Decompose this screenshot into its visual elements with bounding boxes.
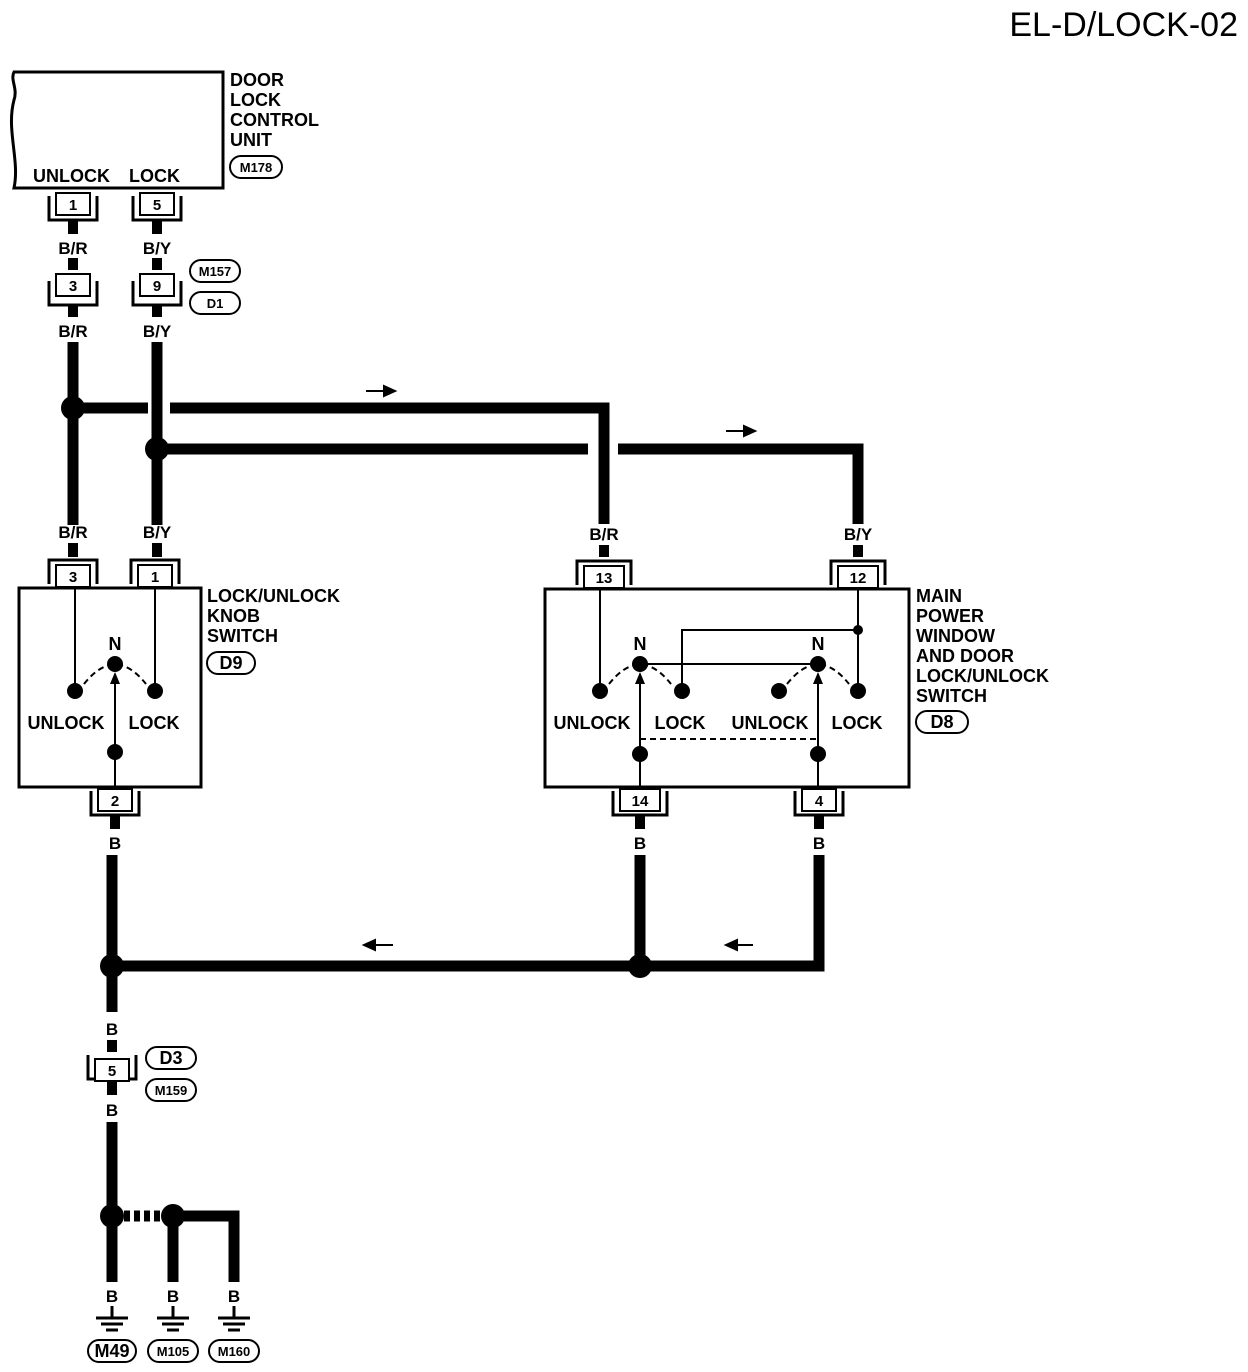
main-switch-pin-ground-b: 4 (815, 793, 824, 810)
control-unit-name-line-3: CONTROL (230, 110, 319, 130)
main-switch-lock-label-2: LOCK (832, 713, 883, 733)
wire-by-network (151, 342, 864, 525)
wire-ground-tree (106, 1122, 240, 1282)
main-switch-name-line-4: AND DOOR (916, 646, 1014, 666)
knob-switch-name-line-1: LOCK/UNLOCK (207, 586, 340, 606)
main-switch-pin-ground-a: 14 (632, 793, 649, 810)
knob-switch-pin-lock: 1 (151, 569, 159, 586)
knob-switch-pin-unlock: 3 (69, 569, 77, 586)
wire-label-by-2: B/Y (143, 322, 172, 341)
wire-label-by-1: B/Y (143, 239, 172, 258)
main-switch-pin-lock: 12 (850, 570, 867, 587)
main-switch-name-line-3: WINDOW (916, 626, 995, 646)
splice-by (145, 437, 169, 461)
splice-br (61, 396, 85, 420)
knob-switch: 3 1 N UNLOCK LOCK 2 (17, 558, 203, 817)
main-switch-neutral-label-2: N (812, 634, 825, 654)
main-switch-connector-tag: D8 (930, 712, 953, 732)
wire-label-by-4: B/Y (844, 525, 873, 544)
wire-label-b-1: B (109, 834, 121, 853)
ground-connector-pin: 5 (108, 1063, 116, 1080)
control-unit-name-line-1: DOOR (230, 70, 284, 90)
knob-switch-unlock-label: UNLOCK (28, 713, 105, 733)
svg-text:3: 3 (69, 278, 77, 295)
joint-connector-tag-top: M157 (199, 264, 232, 279)
main-switch-name-line-6: SWITCH (916, 686, 987, 706)
main-switch-unlock-label-1: UNLOCK (554, 713, 631, 733)
svg-text:1: 1 (69, 197, 77, 214)
ground-connector-tag-bottom: M159 (155, 1083, 188, 1098)
main-switch-lock-label-1: LOCK (655, 713, 706, 733)
page-title: EL-D/LOCK-02 (1009, 6, 1238, 44)
ground-tag-2: M105 (157, 1344, 190, 1359)
wire-label-br-3: B/R (58, 523, 87, 542)
joint-connector-tag-top-outline (189, 259, 241, 283)
wire-label-b-5: B (106, 1101, 118, 1120)
joint-connector-pin-9: 9 (131, 273, 183, 307)
main-switch-name-line-2: POWER (916, 606, 984, 626)
control-unit-name-line-4: UNIT (230, 130, 272, 150)
splice-ground-bottom-2 (161, 1204, 185, 1228)
ground-tag-1: M49 (94, 1341, 129, 1361)
main-switch-unlock-label-2: UNLOCK (732, 713, 809, 733)
knob-switch-name-line-3: SWITCH (207, 626, 278, 646)
ground-tag-3: M160 (218, 1344, 251, 1359)
joint-connector-tag-bottom: D1 (207, 296, 224, 311)
joint-connector-tag-bottom-outline (189, 291, 241, 315)
control-unit-connector-tag: M178 (240, 160, 273, 175)
control-unit-pin-lock: 5 (131, 192, 183, 222)
knob-switch-name-line-2: KNOB (207, 606, 260, 626)
control-unit-pin-unlock: 1 (47, 192, 99, 222)
wire-label-br-2: B/R (58, 322, 87, 341)
knob-switch-lock-label: LOCK (129, 713, 180, 733)
control-unit-lock-label: LOCK (129, 166, 180, 186)
knob-switch-connector-tag: D9 (219, 653, 242, 673)
splice-ground-right (628, 954, 652, 978)
splice-ground-bottom-1 (100, 1204, 124, 1228)
wire-label-br-4: B/R (589, 525, 618, 544)
main-switch-pin-unlock: 13 (596, 570, 613, 587)
joint-connector-pin-3: 3 (47, 273, 99, 307)
ground-connector-tag-top: D3 (159, 1048, 182, 1068)
wire-label-b-7: B (167, 1287, 179, 1306)
ground-connector: 5 (86, 1055, 138, 1082)
svg-text:5: 5 (153, 197, 161, 214)
wire-label-b-4: B (106, 1020, 118, 1039)
door-lock-control-unit: DOOR LOCK CONTROL UNIT M178 UNLOCK LOCK (10, 70, 319, 190)
wire-label-by-3: B/Y (143, 523, 172, 542)
wire-br-network (67, 342, 610, 525)
wire-label-b-8: B (228, 1287, 240, 1306)
wire-label-b-6: B (106, 1287, 118, 1306)
ground-icon (96, 1306, 250, 1332)
knob-switch-neutral-label: N (109, 634, 122, 654)
wire-ground-network (106, 855, 825, 1012)
wire-label-br-1: B/R (58, 239, 87, 258)
control-unit-unlock-label: UNLOCK (33, 166, 110, 186)
control-unit-name-line-2: LOCK (230, 90, 281, 110)
knob-switch-pin-ground: 2 (111, 793, 119, 810)
wire-label-b-2: B (634, 834, 646, 853)
wire-label-b-3: B (813, 834, 825, 853)
main-switch-neutral-label-1: N (634, 634, 647, 654)
main-power-window-switch: 13 12 N N UNLOCK LOCK UNLOCK LOCK (543, 559, 911, 817)
current-arrow-icon (361, 384, 758, 952)
main-switch-name-line-1: MAIN (916, 586, 962, 606)
main-switch-name-line-5: LOCK/UNLOCK (916, 666, 1049, 686)
svg-text:9: 9 (153, 278, 161, 295)
splice-ground-left (100, 954, 124, 978)
